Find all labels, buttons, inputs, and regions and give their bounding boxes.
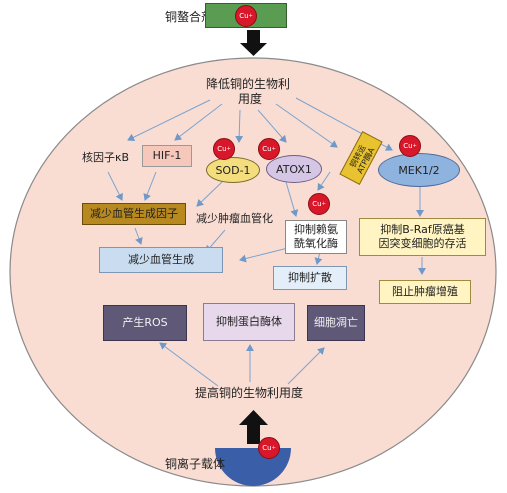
middle-arrows — [107, 171, 426, 275]
braf-box: 抑制B-Raf原癌基 因突变细胞的存活 — [359, 218, 486, 256]
sod1-oval: SOD-1 — [206, 157, 260, 183]
chelator-arrow — [240, 30, 267, 56]
angio-factor-box: 减少血管生成因子 — [82, 203, 186, 225]
tumor-vessel-label: 减少肿瘤血管化 — [196, 212, 273, 225]
hif1-box: HIF-1 — [142, 145, 192, 167]
braf-line1: 抑制B-Raf原癌基 — [380, 223, 465, 236]
ros-box: 产生ROS — [103, 305, 187, 341]
top-arrows — [127, 97, 393, 151]
mek-copper-ion: Cu+ — [399, 135, 421, 157]
ionophore-label: 铜离子载体 — [165, 457, 226, 471]
proteasome-box: 抑制蛋白酶体 — [203, 303, 295, 341]
mek-oval: MEK1/2 — [378, 153, 460, 187]
spread-box: 抑制扩散 — [273, 266, 347, 290]
nfkb-label: 核因子κB — [82, 151, 130, 164]
angio-box: 减少血管生成 — [99, 247, 223, 273]
increase-bio-label: 提高铜的生物利用度 — [195, 386, 304, 400]
lysyl-line1: 抑制赖氨 — [294, 223, 338, 236]
chelator-copper-ion: Cu+ — [235, 4, 257, 27]
ionophore-copper-ion: Cu+ — [258, 437, 280, 459]
atox1-copper-ion: Cu+ — [258, 138, 280, 160]
lysyl-box: 抑制赖氨 酰氧化酶 — [285, 220, 347, 254]
reduce-bio-line1: 降低铜的生物利 — [206, 77, 291, 91]
sod1-copper-ion: Cu+ — [213, 138, 235, 160]
lysyl-line2: 酰氧化酶 — [294, 237, 338, 250]
bottom-arrows — [159, 342, 325, 387]
reduce-bio-line2: 用度 — [238, 92, 263, 106]
braf-line2: 因突变细胞的存活 — [378, 237, 467, 250]
lysyl-copper-ion: Cu+ — [308, 193, 330, 215]
atox1-oval: ATOX1 — [266, 155, 322, 183]
ionophore-arrow — [239, 410, 268, 444]
atp7a-box: 铜转运 ATP酶A — [339, 130, 383, 186]
chelator-label: 铜螯合剂 — [165, 10, 214, 24]
apoptosis-box: 细胞凋亡 — [307, 305, 365, 341]
chelator-box: Cu+ — [205, 3, 287, 28]
proliferation-box: 阻止肿瘤增殖 — [379, 280, 471, 304]
